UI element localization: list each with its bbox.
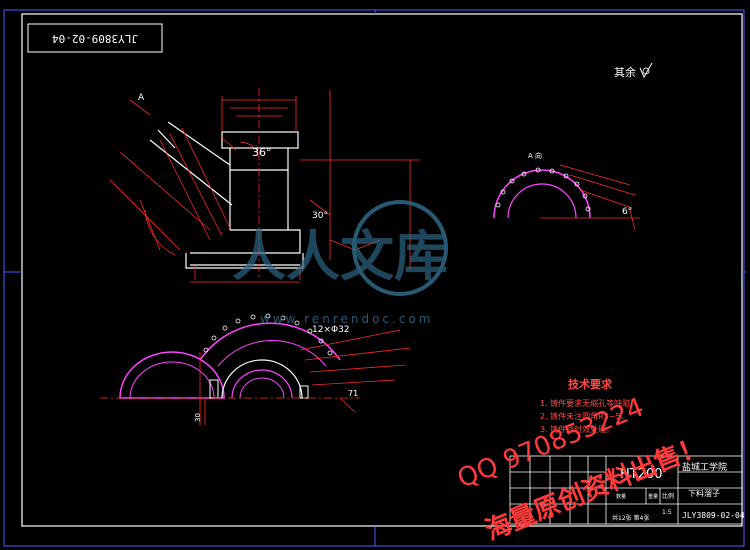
- a-view-angle-label: 6°: [622, 207, 632, 217]
- watermark-url: www.renrendoc.com: [260, 312, 433, 326]
- title-weight-label: 重量: [648, 493, 658, 500]
- inclined-pipe-walls: [159, 127, 231, 241]
- title-material: HT200: [620, 467, 663, 482]
- title-qty-label: 数量: [616, 493, 626, 500]
- lower-section-views: 12×Φ32 71 30: [100, 313, 411, 426]
- a-view-label: A 向: [528, 151, 542, 160]
- angle-36-label: 36°: [252, 146, 272, 159]
- watermark-logo-icon: [352, 200, 448, 296]
- a-view-outer-arc: [493, 169, 591, 219]
- surface-finish-note: 其余: [614, 62, 653, 79]
- big-flange-holes: [203, 313, 333, 356]
- zone-ticks: [4, 10, 746, 546]
- angle-30-label: 30°: [312, 211, 328, 221]
- holes-spec-label: 12×Φ32: [312, 325, 350, 335]
- main-view: A 36° 30°: [109, 88, 420, 283]
- title-sheet: 共12张 第4张: [612, 514, 649, 522]
- tech-req-title: 技术要求: [568, 377, 613, 391]
- surface-finish-text: 其余: [614, 65, 636, 79]
- a-view-inner-arc: [507, 183, 577, 219]
- lower-dimension-lines: [100, 329, 411, 426]
- drawing-code-text: JLY3809-02-04: [52, 32, 138, 45]
- dim-30-label: 30: [194, 413, 202, 422]
- a-view-flange: A 向 6°: [493, 151, 640, 231]
- title-scale-value: 1:5: [662, 509, 672, 516]
- big-flange-outer: [199, 322, 341, 361]
- title-drawing-no: JLY3809-02-04: [682, 511, 745, 520]
- main-view-dimensions: [109, 88, 420, 283]
- tech-req-item-3: 3. 铸件须时效处理。: [540, 424, 614, 434]
- drawing-code-box: JLY3809-02-04: [27, 23, 163, 53]
- sheet-outer-border: [3, 9, 745, 547]
- pipe-section-outer: [221, 359, 303, 399]
- title-school: 盐城工学院: [682, 461, 727, 473]
- watermark-brand: 人人文库: [232, 225, 448, 288]
- roughness-symbol-icon: [639, 62, 653, 79]
- title-scale-label: 比例: [662, 492, 674, 500]
- promo-overlay: QQ 970853224 海量原创资料出售！: [453, 392, 709, 546]
- watermark: 人人文库 www.renrendoc.com: [232, 200, 448, 326]
- a-view-holes: [495, 167, 591, 212]
- technical-requirements: 技术要求 1. 铸件要求无缩孔等缺陷。 2. 铸件未注圆角R3~5。 3. 铸件…: [540, 377, 638, 434]
- pipe-section-inner: [231, 369, 293, 399]
- tech-req-item-1: 1. 铸件要求无缩孔等缺陷。: [540, 398, 638, 408]
- dome-inner: [129, 361, 215, 399]
- tech-req-item-2: 2. 铸件未注圆角R3~5。: [540, 411, 629, 421]
- title-part-name: 下料溜子: [688, 488, 720, 498]
- sheet-inner-border: [21, 13, 743, 527]
- big-flange-mid: [217, 340, 327, 367]
- view-arrow-label-a: A: [138, 93, 145, 103]
- dome-outer: [119, 351, 225, 399]
- title-block: HT200 盐城工学院 下料溜子 比例 1:5 重量 数量 共12张 第4张 J…: [509, 455, 745, 525]
- a-view-leaders: [540, 164, 640, 231]
- dim-71-label: 71: [348, 389, 358, 398]
